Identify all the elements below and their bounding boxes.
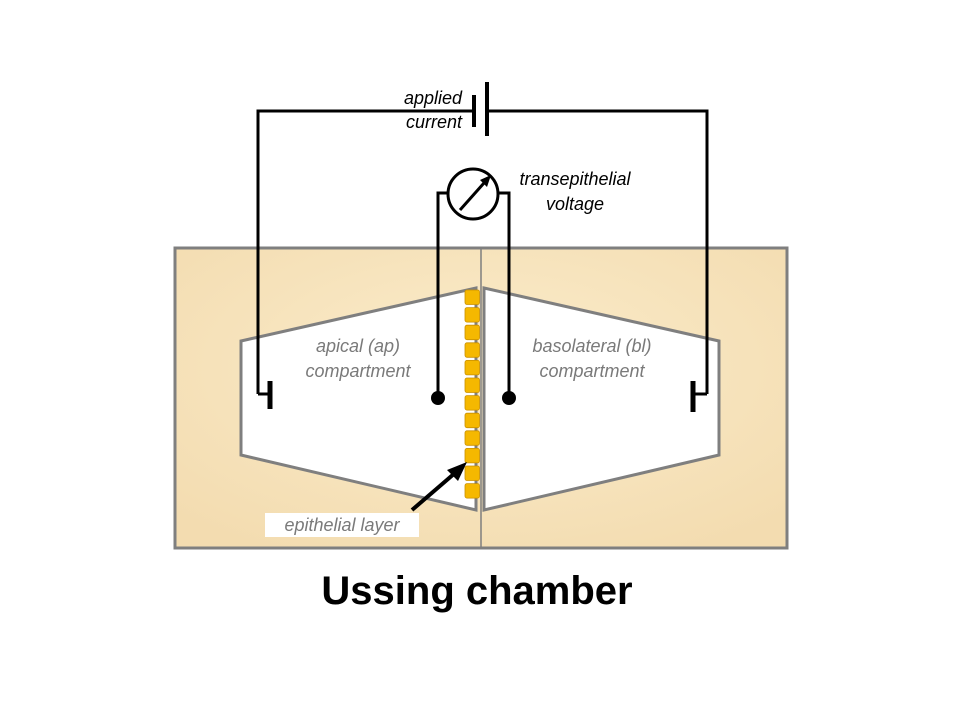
epithelial-arrow: [410, 471, 457, 512]
diagram-title: Ussing chamber: [321, 569, 632, 613]
epithelial-cell: [464, 447, 480, 464]
battery-icon: [472, 82, 489, 136]
transepithelial-voltage-label-1: transepithelial: [519, 169, 631, 189]
apical-voltage-electrode: [431, 391, 445, 405]
epithelial-cell: [464, 307, 480, 323]
apical-compartment-label-2: compartment: [305, 361, 411, 381]
epithelial-layer-label: epithelial layer: [284, 515, 400, 535]
transepithelial-voltage-label-2: voltage: [546, 194, 604, 214]
epithelial-cell: [464, 412, 480, 429]
epithelial-cell: [464, 483, 480, 499]
epithelial-arrowhead: [447, 462, 467, 481]
epithelial-cell: [464, 359, 480, 376]
voltmeter-icon: [446, 167, 500, 221]
current-wire-left: [256, 109, 474, 394]
basolateral-compartment: [482, 286, 721, 512]
applied-current-label-1: applied: [404, 88, 463, 108]
epithelial-cell: [464, 465, 480, 481]
basolateral-compartment-label-2: compartment: [539, 361, 645, 381]
epithelial-cell: [464, 289, 480, 305]
voltage-wire-left: [436, 191, 448, 398]
epithelial-cells: [464, 289, 480, 499]
epithelial-cell: [464, 324, 480, 341]
apical-compartment-label-1: apical (ap): [316, 336, 400, 356]
epithelial-cell: [464, 430, 480, 446]
basolateral-compartment-label-1: basolateral (bl): [532, 336, 651, 356]
epithelial-cell: [464, 377, 480, 393]
applied-current-label-2: current: [406, 112, 463, 132]
epithelial-cell: [464, 395, 480, 411]
voltage-wire-right: [498, 191, 511, 398]
current-wire-right: [486, 109, 709, 394]
epithelial-label-box: [265, 513, 419, 537]
apical-compartment: [239, 286, 478, 512]
basolateral-voltage-electrode: [502, 391, 516, 405]
epithelial-cell: [464, 342, 480, 358]
